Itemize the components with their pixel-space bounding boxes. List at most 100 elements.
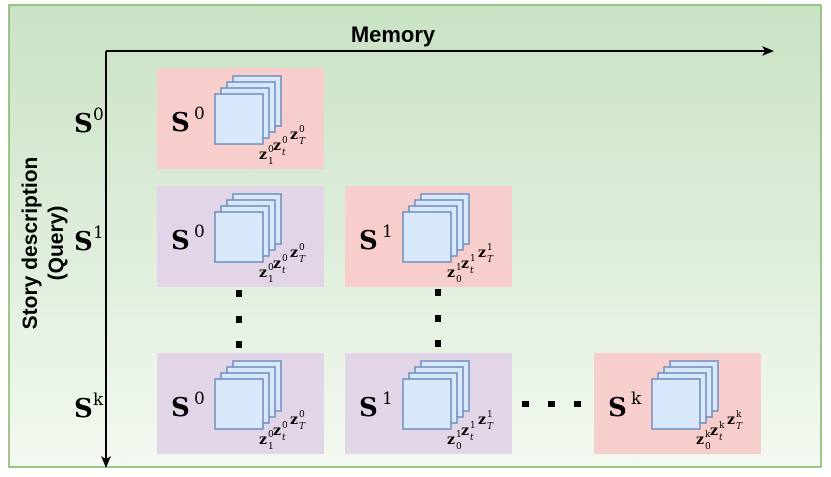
row-label-base: S [74,227,93,257]
row-label-base: S [74,109,93,139]
latent-superscript: 1 [456,263,462,273]
latent-subscript: T [487,255,494,265]
query-axis-label-line1: Story description [19,157,42,330]
latent-subscript: T [299,422,306,432]
latent-symbol: z [259,265,267,281]
latent-symbol: z [273,138,281,154]
latent-symbol: z [461,423,469,439]
latent-superscript: 1 [470,421,476,431]
latent-superscript: 0 [268,145,274,155]
latent-superscript: 0 [282,254,288,264]
row-label-base: S [74,394,93,424]
ellipsis-dots [236,289,581,407]
cell-label-base: S [359,393,378,423]
latent-symbol: z [290,412,298,428]
cell-label-sup: 0 [194,104,205,124]
latent-superscript: k [719,421,725,431]
latent-subscript: 0 [456,275,462,285]
latent-subscript: 1 [268,275,274,285]
cell-label-base: S [171,226,190,256]
latent-subscript: t [470,433,474,443]
latent-subscript: t [282,148,286,158]
latent-superscript: 0 [268,263,274,273]
cell-label-sup: 1 [382,389,393,409]
latent-symbol: z [273,423,281,439]
cell-label-sup: k [631,389,642,409]
latent-symbol: z [478,245,486,261]
latent-superscript: 0 [268,430,274,440]
latent-symbol: z [290,127,298,143]
latent-symbol: z [290,245,298,261]
cell-label-base: S [171,108,190,138]
latent-subscript: t [719,433,723,443]
latent-subscript: T [736,422,743,432]
cell-label-base: S [608,393,627,423]
cell-label-base: S [171,393,190,423]
cell-label-sup: 0 [194,389,205,409]
latent-superscript: 1 [487,410,493,420]
latent-subscript: t [282,266,286,276]
latent-subscript: T [299,137,306,147]
latent-symbol: z [259,147,267,163]
latent-subscript: 0 [456,442,462,452]
latent-symbol: z [461,256,469,272]
latent-frame-0 [214,93,264,145]
latent-symbol: z [447,432,455,448]
latent-subscript: T [487,422,494,432]
latent-superscript: 0 [299,125,305,135]
memory-axis-label: Memory [351,22,436,47]
latent-subscript: t [470,266,474,276]
latent-superscript: 1 [456,430,462,440]
latent-superscript: 0 [282,136,288,146]
axes: Memory Story description (Query) [19,22,774,468]
latent-symbol: z [478,412,486,428]
latent-subscript: 0 [705,442,711,452]
latent-superscript: 1 [487,243,493,253]
cell-label-base: S [359,226,378,256]
row-label-sup: 0 [93,105,104,125]
latent-frame-0 [402,378,452,430]
latent-symbol: z [710,423,718,439]
vertical-ellipsis-col1 [435,289,441,347]
latent-frame-0 [214,211,264,263]
horizontal-ellipsis [522,401,581,407]
latent-subscript: t [282,433,286,443]
cell-label-sup: 0 [194,222,205,242]
vertical-ellipsis-col0 [236,290,242,348]
latent-symbol: z [259,432,267,448]
latent-superscript: k [736,410,742,420]
query-axis-label: Story description (Query) [19,157,68,330]
query-axis-label-line2: (Query) [45,206,68,281]
cell-label-sup: 1 [382,222,393,242]
row-label-sup: k [93,390,104,410]
latent-symbol: z [696,432,704,448]
latent-superscript: 1 [470,254,476,264]
latent-superscript: 0 [299,243,305,253]
latent-subscript: 1 [268,442,274,452]
latent-superscript: 0 [299,410,305,420]
latent-symbol: z [727,412,735,428]
row-label-sup: 1 [93,223,104,243]
